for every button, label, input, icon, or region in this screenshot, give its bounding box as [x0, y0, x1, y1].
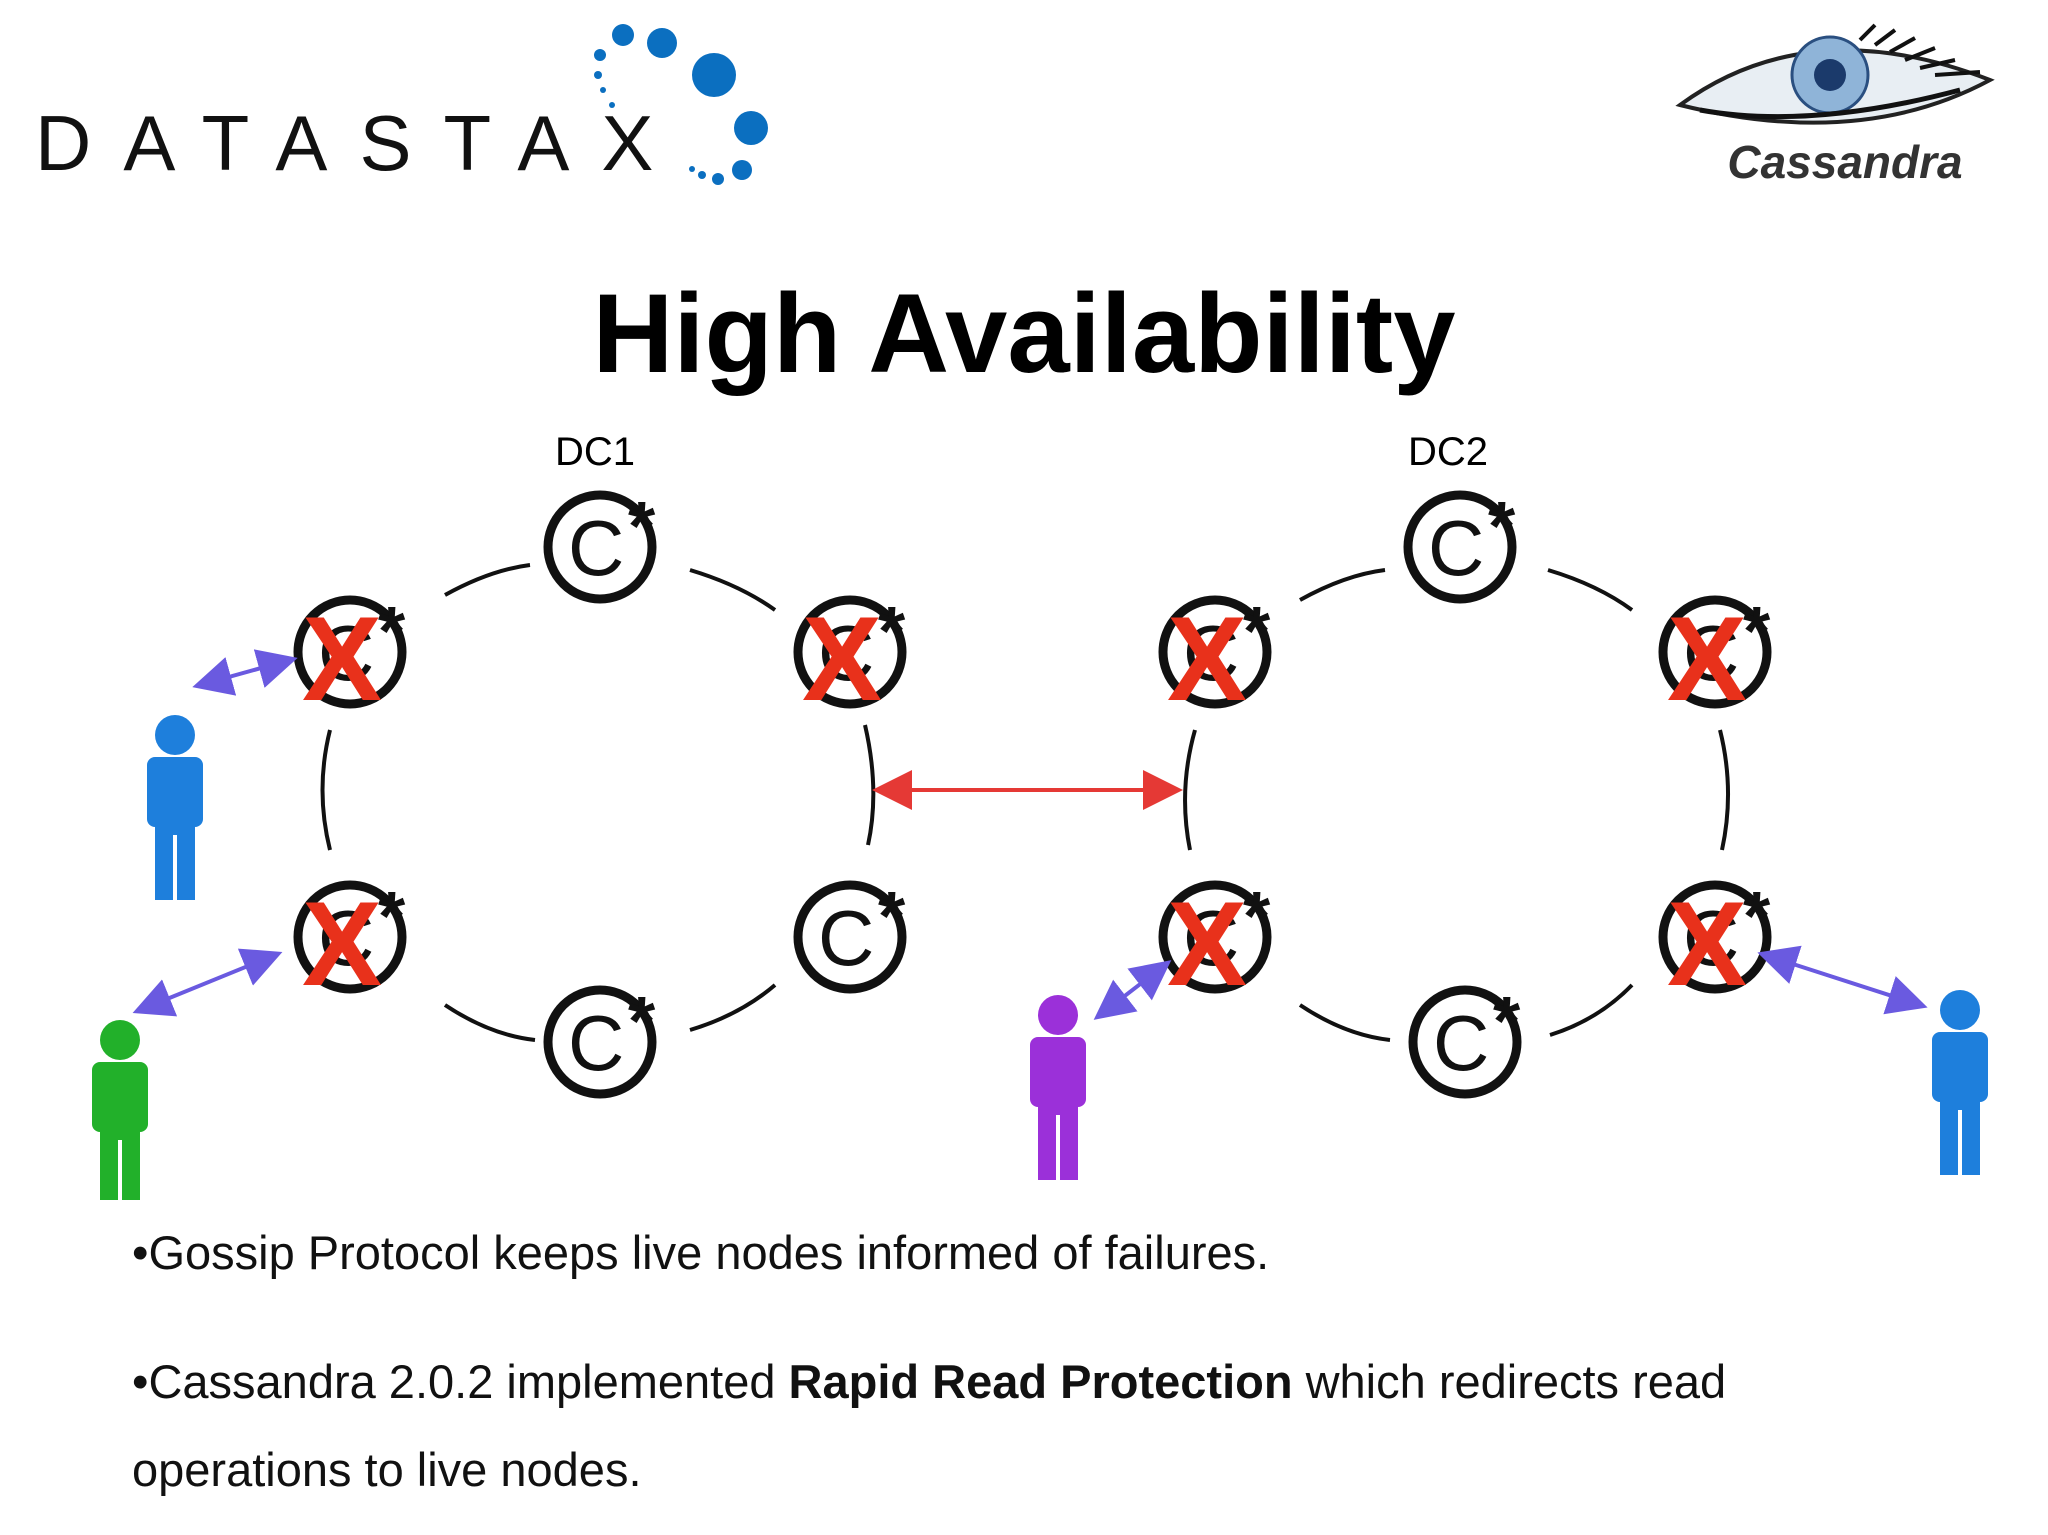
node-ring-icon: [793, 595, 907, 709]
failed-node-x-icon: X: [802, 592, 882, 726]
node-symbol: C: [318, 894, 374, 982]
node-ring-icon: [543, 490, 657, 604]
client-blue-dc1-person-icon: [147, 715, 203, 900]
node-ring-icon: [1158, 880, 1272, 994]
client-blue-dc2-person-icon: [1932, 990, 1988, 1175]
cassandra-node-4: C*X: [293, 877, 407, 1011]
node-star-icon: *: [628, 487, 656, 565]
failed-node-x-icon: X: [1167, 877, 1247, 1011]
node-ring-icon: [293, 880, 407, 994]
cassandra-node-9: C*X: [1658, 592, 1772, 726]
node-ring-icon: [1408, 985, 1522, 1099]
client-arrow-3: [1093, 960, 1172, 1020]
node-ring-icon: [293, 595, 407, 709]
node-star-icon: *: [878, 877, 906, 955]
cassandra-node-10: C*X: [1158, 877, 1272, 1011]
bullet-2-bold: Rapid Read Protection: [788, 1355, 1293, 1408]
client-arrow-2: [132, 948, 283, 1017]
dc2-ring: [1183, 568, 1730, 1042]
node-star-icon: *: [1743, 877, 1771, 955]
client-arrow-1: [192, 649, 298, 696]
cassandra-node-3: C*X: [793, 592, 907, 726]
node-symbol: C: [1183, 609, 1239, 697]
dc2-label: DC2: [1408, 430, 1489, 474]
node-star-icon: *: [1493, 982, 1521, 1060]
failed-node-x-icon: X: [1167, 592, 1247, 726]
node-ring-icon: [1158, 595, 1272, 709]
cassandra-node-2: C*X: [293, 592, 407, 726]
node-ring-icon: [793, 880, 907, 994]
node-ring-icon: [1403, 490, 1517, 604]
node-star-icon: *: [1488, 487, 1516, 565]
dc1-label: DC1: [555, 430, 636, 474]
failed-node-x-icon: X: [1667, 877, 1747, 1011]
node-symbol: C: [1183, 894, 1239, 982]
cassandra-node-7: C*: [1403, 487, 1517, 604]
node-star-icon: *: [378, 592, 406, 670]
bullet-gossip: •Gossip Protocol keeps live nodes inform…: [132, 1226, 1270, 1279]
node-star-icon: *: [1743, 592, 1771, 670]
bullet-rapid-read: •Cassandra 2.0.2 implemented Rapid Read …: [132, 1338, 1732, 1514]
datastax-logo: DATASTAX: [35, 24, 768, 187]
bullet-2-prefix: •Cassandra 2.0.2 implemented: [132, 1355, 789, 1408]
failed-node-x-icon: X: [302, 877, 382, 1011]
node-symbol: C: [1683, 609, 1739, 697]
node-symbol: C: [1683, 894, 1739, 982]
cassandra-logo-text: Cassandra: [1727, 136, 1962, 188]
bullet-2-suffix: which redirects read operations to live …: [132, 1355, 1727, 1496]
node-star-icon: *: [378, 877, 406, 955]
cassandra-eye-icon: [1675, 23, 1995, 125]
node-symbol: C: [318, 609, 374, 697]
node-ring-icon: [1658, 595, 1772, 709]
node-symbol: C: [568, 999, 624, 1087]
cassandra-node-12: C*: [1408, 982, 1522, 1099]
cassandra-node-5: C*: [793, 877, 907, 994]
slide-title: High Availability: [592, 271, 1456, 396]
node-symbol: C: [1428, 504, 1484, 592]
cassandra-logo: Cassandra: [1675, 23, 1995, 188]
node-star-icon: *: [1243, 877, 1271, 955]
client-green-dc1-person-icon: [92, 1020, 148, 1200]
failed-node-x-icon: X: [1667, 592, 1747, 726]
node-star-icon: *: [878, 592, 906, 670]
cassandra-node-6: C*: [543, 982, 657, 1099]
client-purple-dc2-person-icon: [1030, 995, 1086, 1180]
node-star-icon: *: [628, 982, 656, 1060]
cassandra-node-1: C*: [543, 487, 657, 604]
datastax-logo-text: DATASTAX: [35, 99, 685, 187]
node-symbol: C: [818, 894, 874, 982]
node-symbol: C: [818, 609, 874, 697]
cassandra-node-8: C*X: [1158, 592, 1272, 726]
datastax-dots-icon: [594, 24, 768, 185]
node-symbol: C: [1433, 999, 1489, 1087]
node-symbol: C: [568, 504, 624, 592]
client-arrow-4: [1757, 945, 1928, 1015]
node-ring-icon: [1658, 880, 1772, 994]
cassandra-node-11: C*X: [1658, 877, 1772, 1011]
node-ring-icon: [543, 985, 657, 1099]
node-star-icon: *: [1243, 592, 1271, 670]
failed-node-x-icon: X: [302, 592, 382, 726]
